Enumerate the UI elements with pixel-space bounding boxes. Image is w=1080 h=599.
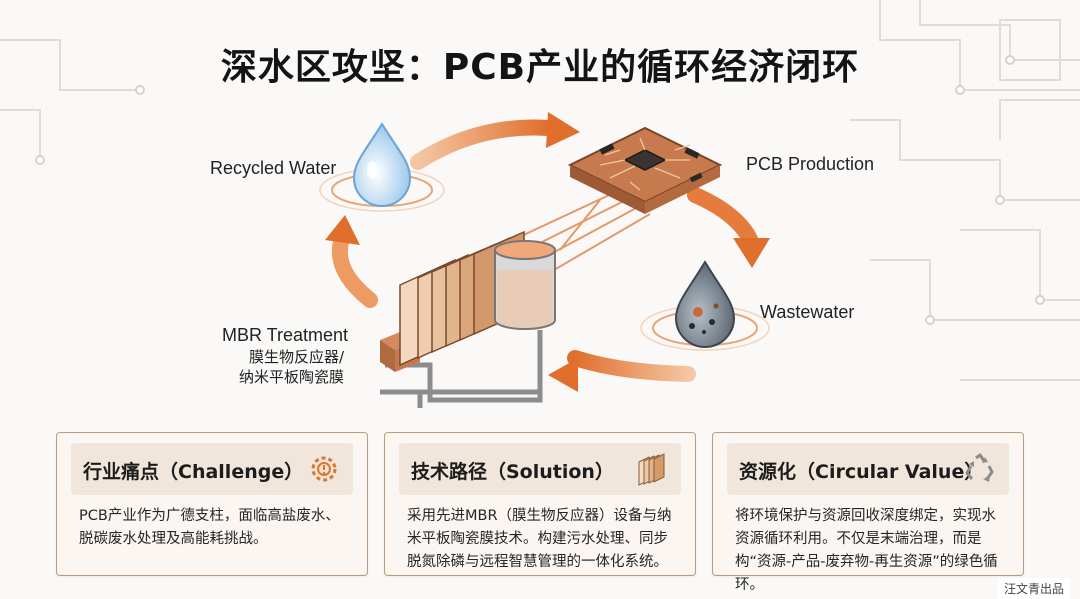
- node-sublabel-mbr: 膜生物反应器/ 纳米平板陶瓷膜: [218, 347, 344, 387]
- node-label-recycled-water: Recycled Water: [210, 158, 337, 178]
- dirty-water-drop-icon: [674, 260, 736, 348]
- solution-card: 技术路径（Solution） 采用先进MBR（膜生物反应器）设备与纳米平板陶瓷膜…: [384, 432, 696, 576]
- watermark: 汪文青出品: [997, 578, 1070, 599]
- card-title: 技术路径（Solution）: [411, 461, 614, 483]
- tank: [494, 240, 556, 330]
- card-body: PCB产业作为广德支柱，面临高盐废水、脱碳废水处理及高能耗挑战。: [79, 508, 340, 547]
- circuit-board-icon: [567, 126, 723, 214]
- mbr-reactor-icon: [380, 230, 556, 408]
- cycle-arrow-mbr-to-recycled: [325, 215, 378, 308]
- card-header: 行业痛点（Challenge）: [71, 443, 353, 495]
- membrane-stack-icon: [638, 453, 665, 486]
- circular-value-card: 资源化（Circular Value） 将环境保护与资源回收深度绑定，实现水资源…: [712, 432, 1024, 593]
- node-label-wastewater: Wastewater: [760, 302, 855, 322]
- card-title: 行业痛点（Challenge）: [83, 461, 304, 483]
- node-label-mbr-treatment: MBR Treatment: [222, 325, 349, 345]
- challenge-card: 行业痛点（Challenge） PCB产业作为广德支柱，面临高盐废水、脱碳废水处…: [56, 432, 368, 576]
- card-header: 技术路径（Solution）: [399, 443, 681, 495]
- page-title: 深水区攻坚：PCB产业的循环经济闭环: [220, 47, 860, 88]
- recycle-icon: [965, 453, 994, 482]
- mbr-sublabel-line-2: 纳米平板陶瓷膜: [238, 368, 344, 386]
- water-drop-icon: [352, 122, 412, 207]
- card-title: 资源化（Circular Value）: [739, 461, 984, 483]
- cycle-arrow-recycled-to-pcb: [410, 112, 580, 170]
- mbr-sublabel-line-1: 膜生物反应器/: [248, 348, 344, 366]
- node-label-pcb-production: PCB Production: [746, 154, 875, 174]
- card-header: 资源化（Circular Value）: [727, 443, 1009, 495]
- card-body: 采用先进MBR（膜生物反应器）设备与纳米平板陶瓷膜技术。构建污水处理、同步脱氮除…: [407, 508, 672, 570]
- cycle-arrow-wastewater-to-mbr: [548, 350, 696, 392]
- gear-warning-icon: [311, 456, 337, 482]
- card-body: 将环境保护与资源回收深度绑定，实现水资源循环利用。不仅是末端治理，而是构“资源-…: [735, 508, 998, 593]
- cycle-arrow-pcb-to-wastewater: [687, 187, 770, 268]
